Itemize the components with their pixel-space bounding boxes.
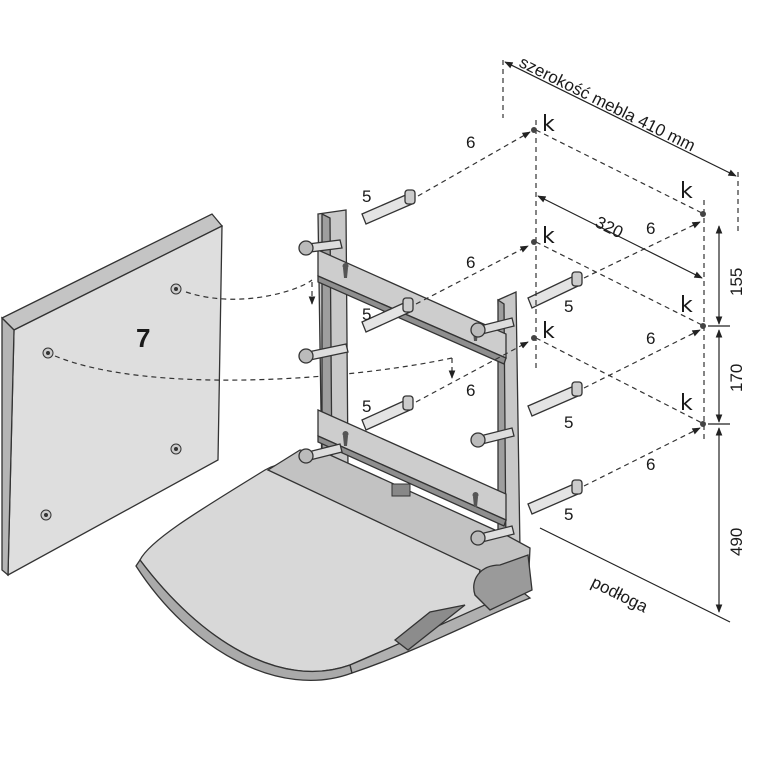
plug-label: 5 [362,187,371,206]
plug-label: 5 [362,397,371,416]
anchor-label: k [680,391,693,416]
width-dimension [502,60,739,232]
plug-label: 5 [564,505,573,524]
height-label-bottom: 490 [727,528,746,556]
height-dimension [708,225,730,613]
anchor-label: k [680,293,693,318]
width-label: szerokość mebla 410 mm [516,53,698,156]
screw-label: 6 [466,133,475,152]
height-label-middle: 170 [727,364,746,392]
panel-guide-line [185,279,313,300]
screw-label: 6 [466,253,475,272]
anchor-point [531,127,706,427]
anchor-label: k [542,319,555,344]
screw-label: 6 [646,219,655,238]
screw-path [415,131,701,487]
panel-number: 7 [136,323,150,353]
height-label-top: 155 [727,268,746,296]
floor-label: podłoga [588,573,651,617]
screw-label: 6 [466,381,475,400]
plug-label: 5 [362,305,371,324]
screw-label: 6 [646,329,655,348]
wall-plug [361,189,583,515]
spacing-dimension [537,195,703,279]
panel-bolt [40,283,182,521]
plug-label: 5 [564,297,573,316]
backrest-panel [0,213,224,577]
frame-bolt [298,239,515,546]
anchor-label: k [542,224,555,249]
folding-seat [135,462,532,681]
anchor-label: k [680,179,693,204]
plug-label: 5 [564,413,573,432]
screw-label: 6 [646,455,655,474]
panel-guide-line [54,355,453,381]
anchor-label: k [542,112,555,137]
floor-line [539,527,731,623]
